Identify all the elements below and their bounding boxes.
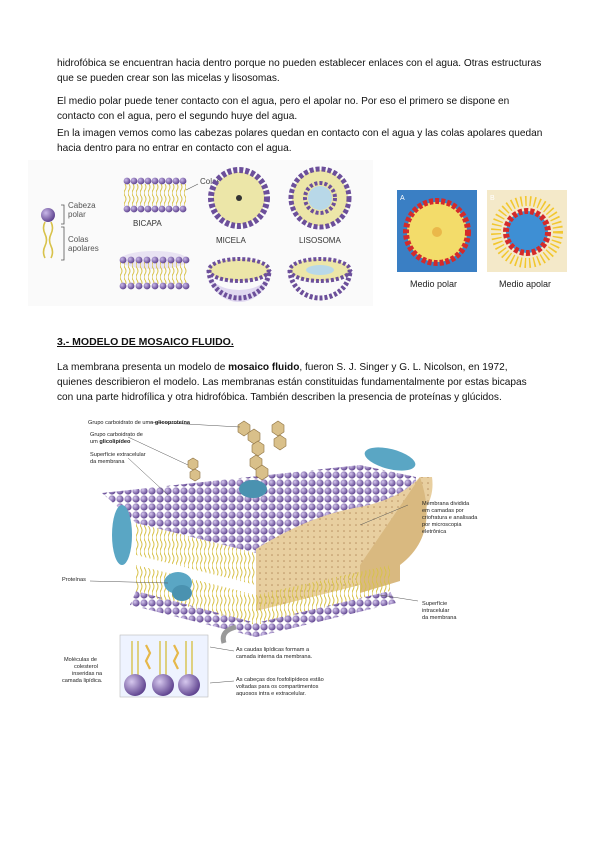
mosaic-text-start: La membrana presenta un modelo de [57,362,229,373]
mosaic-bold: mosaico fluido [228,362,300,373]
fracture-face [256,477,433,611]
caudas-2: camada interna da membrana. [236,654,313,660]
membrane-bottom [130,565,396,637]
polar-apolar-figure: A B Medio polar Medio apolar [392,186,574,296]
protein-b [172,585,192,601]
micelle-diagram [208,167,270,229]
membrana-dividida-1: Membrana dividida [422,501,470,507]
protein-top [239,480,267,498]
intro-paragraph: hidrofóbica se encuentran hacia dentro p… [57,58,542,84]
superficie-int-2: intracelular [422,608,449,614]
fluid-mosaic-figure: Grupo carboidrato de uma glicoproteína G… [62,420,478,698]
micela-label: MICELA [216,236,246,245]
section-heading: 3.- MODELO DE MOSAICO FLUIDO. [57,336,234,348]
glicoproteina-label: Grupo carboidrato de uma glicoproteína [88,420,191,426]
liposome-cutaway [287,257,353,301]
superficie-ext-label-2: da membrana [90,459,125,465]
superficie-int-1: Superfície [422,601,447,607]
colesterol-2: colesterol [74,664,98,670]
mosaic-paragraph: La membrana presenta un modelo de mosaic… [57,360,545,405]
apolares-word: apolares [68,244,99,253]
bilayer-diagram [123,177,199,213]
membrana-dividida-4: por microscopia [422,522,462,528]
liposome-diagram [288,166,352,230]
protein-left [112,505,132,565]
superficie-int-3: da membrana [422,615,457,621]
cabecas-2: voltadas para os compartimentos [236,684,319,690]
lipid-structures-figure: Cabeza polar Colas apolares Colas BICAPA… [28,160,373,306]
glicolipideo-label-2: um glicolipídeo [90,439,131,445]
polar-paragraph: El medio polar puede tener contacto con … [57,96,510,122]
colesterol-1: Moléculas de [64,657,97,663]
label-a: A [400,195,405,202]
membrana-dividida-2: em camadas por [422,508,464,514]
phospholipid-icon [41,204,65,261]
leader-lines [89,421,419,684]
protein-right [364,447,416,471]
medio-polar-label: Medio polar [410,279,457,289]
glycolipid-chain [187,457,201,482]
membrana-dividida-3: criofratura e analisada [422,515,478,521]
cabecas-3: aquosos intra e extracelular. [236,691,306,697]
mosaic-text-end: , fueron S. J. Singer y G. L. Nicolson, … [57,362,527,403]
lisosoma-label: LISOSOMA [299,236,341,245]
proteinas-label: Proteínas [62,577,86,583]
glicolipideo-label-1: Grupo carboidrato de [90,432,143,438]
bilayer-block [119,251,190,290]
cabecas-1: As cabeças dos fosfolipídeos estão [236,677,324,683]
colas-label: Colas [200,177,220,186]
image-paragraph: En la imagen vemos como las cabezas pola… [57,128,543,154]
bicapa-label: BICAPA [133,219,162,228]
caudas-1: As caudas lipídicas formam a [236,647,310,653]
colas-word: Colas [68,235,88,244]
cabeza-polar-label: Cabeza [68,201,96,210]
polar-word: polar [68,210,86,219]
glycoprotein-chain [237,420,287,481]
label-b: B [490,195,495,202]
membrana-dividida-5: eletrônica [422,529,447,535]
magnified-inset [119,624,237,698]
superficie-ext-label-1: Superfície extracelular [90,452,146,458]
colesterol-3: inseridas na [72,671,103,677]
micelle-cutaway [206,257,272,302]
medio-apolar-label: Medio apolar [499,279,551,289]
colesterol-4: camada lipídica. [62,678,103,684]
